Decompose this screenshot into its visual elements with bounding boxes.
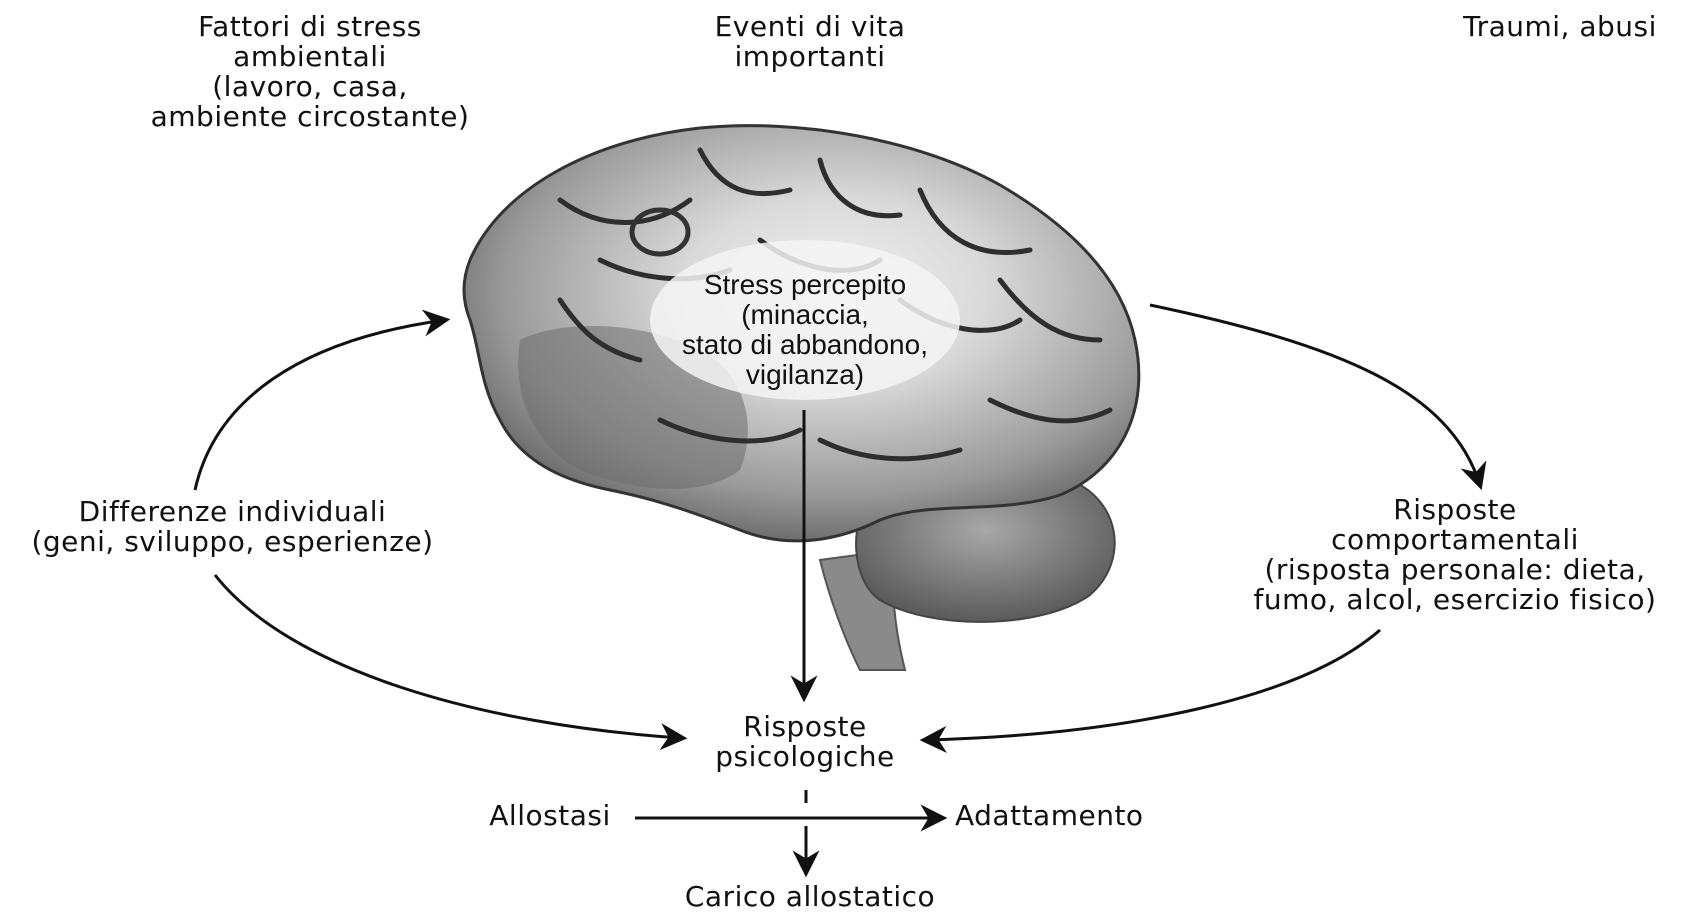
- label-psychological-responses: Risposte psicologiche: [680, 712, 930, 772]
- label-behavioral-responses: Risposte comportamentali (risposta perso…: [1230, 495, 1680, 615]
- label-trauma: Traumi, abusi: [1440, 12, 1680, 42]
- arc-individual-to-brain: [195, 320, 445, 490]
- arc-brain-to-behavioral: [1150, 305, 1480, 485]
- label-adaptation: Adattamento: [955, 801, 1195, 831]
- label-perceived-stress: Stress percepito (minaccia, stato di abb…: [655, 270, 955, 390]
- label-allostasis: Allostasi: [470, 801, 630, 831]
- arc-individual-to-psychological: [215, 575, 682, 738]
- label-allostatic-load: Carico allostatico: [660, 882, 960, 912]
- label-individual-differences: Differenze individuali (geni, sviluppo, …: [5, 497, 460, 557]
- label-life-events: Eventi di vita importanti: [660, 12, 960, 72]
- label-environmental-stressors: Fattori di stress ambientali (lavoro, ca…: [120, 12, 500, 132]
- arc-behavioral-to-psychological: [925, 630, 1380, 740]
